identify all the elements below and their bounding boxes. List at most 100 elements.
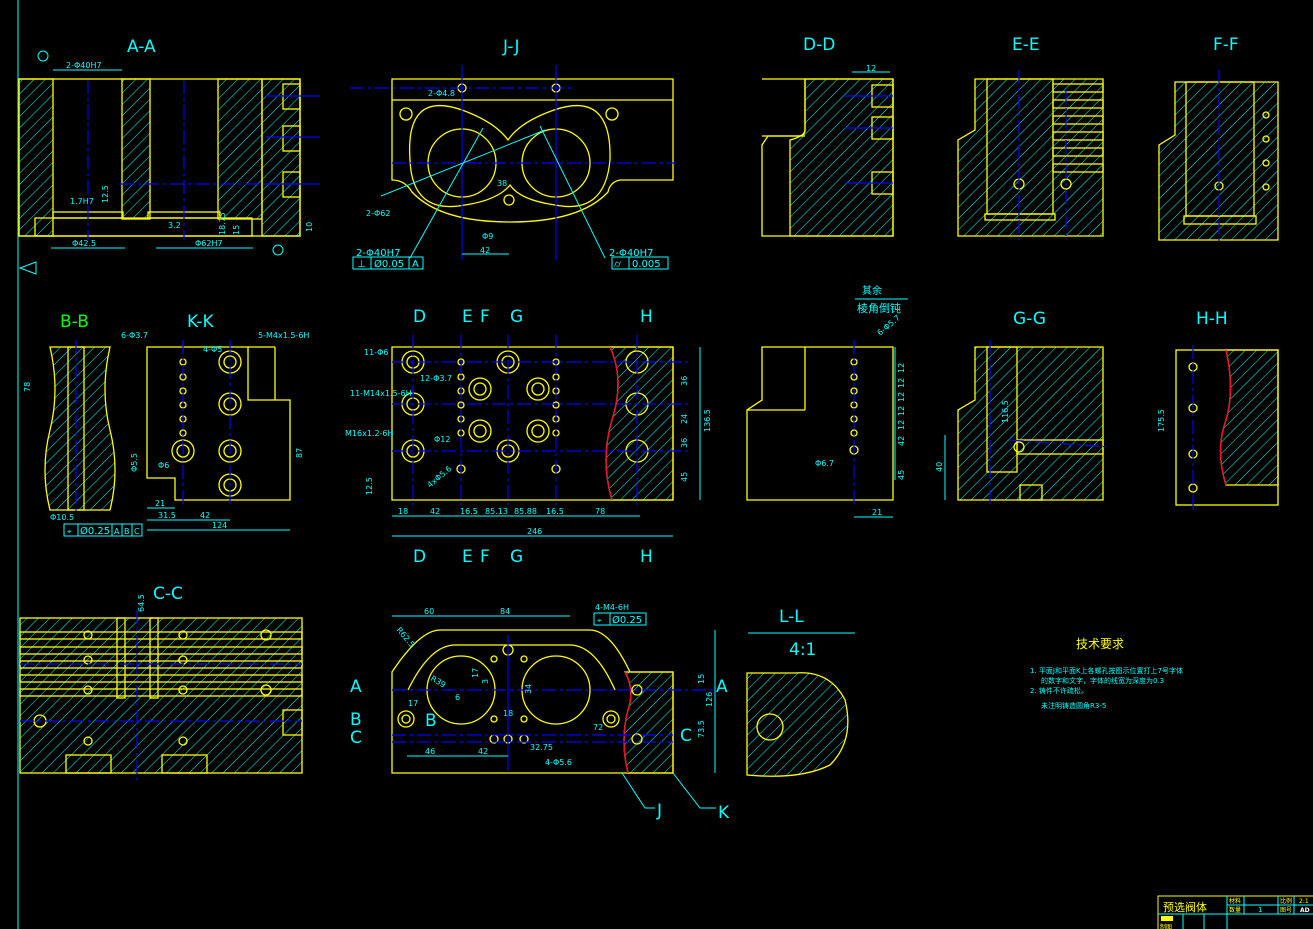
- section-mark: E: [462, 547, 473, 567]
- dim-text: 116.5: [1001, 400, 1010, 423]
- section-mark: G: [510, 307, 523, 327]
- dim-text: 16.5: [460, 507, 478, 516]
- dim-text: 12.5: [101, 185, 110, 203]
- section-mark: A: [350, 677, 362, 697]
- dim-text: Φ12: [434, 435, 450, 444]
- section-mark: C: [350, 728, 362, 748]
- section-mark: A: [716, 677, 728, 697]
- view-title: D-D: [803, 35, 835, 55]
- datum-b-symbol: [37, 50, 49, 62]
- tolerance-datum: C: [134, 527, 140, 536]
- dim-text: 45: [680, 472, 689, 482]
- section-mark: G: [510, 547, 523, 567]
- dim-text: 1.7H7: [70, 197, 94, 206]
- dim-text: 5-M4x1.5-6H: [258, 331, 309, 340]
- dim-text: 2-Φ4.8: [428, 89, 455, 98]
- dim-text: 4-Φ5.6: [545, 758, 572, 767]
- dim-text: 2-Φ62: [366, 209, 390, 218]
- dim-text: R39: [429, 674, 447, 690]
- dim-text: 42: [480, 246, 490, 255]
- view-d-d: D-D 12: [761, 35, 894, 237]
- quantity-value: 1: [1258, 906, 1262, 914]
- position-tolerance-frame: ⌖ Ø0.25 A B C: [63, 523, 143, 537]
- dim-text: 17: [408, 699, 418, 708]
- dim-text: 36: [680, 438, 689, 448]
- view-a-a: A-A 2-Φ40H7 Φ42.5 Φ62H7 3.2 1.7H7 12.5 1…: [18, 37, 320, 275]
- dim-text: 12: [897, 363, 906, 373]
- dim-text: 11-M14x1.5-6H: [350, 389, 412, 398]
- roughness-symbol: [18, 261, 37, 275]
- section-mark: C: [680, 726, 692, 746]
- dim-text: 124: [212, 521, 227, 530]
- dim-text: R62.5: [394, 626, 416, 650]
- dim-text: 31.5: [158, 511, 176, 520]
- view-h-h: H-H 175.5: [1157, 309, 1279, 510]
- dim-text: 6-Φ5.7: [876, 313, 902, 337]
- dim-text: 3.2: [168, 221, 181, 230]
- dim-text: 18.75: [218, 212, 227, 235]
- dim-text: 6: [455, 693, 460, 702]
- position-tolerance-frame-bottom: ⌖ Ø0.25: [593, 612, 647, 626]
- section-marks-bottom: D E F G H: [413, 547, 653, 567]
- dim-text: 175.5: [1157, 409, 1166, 432]
- dim-text: 45: [897, 470, 906, 480]
- tolerance-frame-cylindricity: ⌭ 0.005: [611, 256, 669, 270]
- view-title: E-E: [1012, 35, 1040, 55]
- tolerance-datum: B: [124, 527, 130, 536]
- view-g-g: G-G 116.5 40: [935, 309, 1111, 505]
- view-b-b: B-B 78 ⌖ Ø0.25 A B C Φ10.5: [23, 312, 143, 537]
- dim-text: 72: [593, 723, 603, 732]
- view-front-holes: 11-Φ6 12-Φ3.7 11-M14x1.5-6H M16x1.2-6H Φ…: [345, 335, 712, 537]
- roughness-note: 其余: [862, 284, 882, 297]
- dim-text: 85.13: [485, 507, 508, 516]
- scale-label: 比例: [1280, 897, 1292, 905]
- view-title: H-H: [1196, 309, 1228, 329]
- dim-text: 10: [305, 222, 314, 232]
- section-mark: H: [640, 547, 653, 567]
- dim-text: 2-Φ40H7: [356, 248, 400, 259]
- section-mark: F: [480, 307, 490, 327]
- dim-text: 12: [897, 420, 906, 430]
- section-marks-top: D E F G H: [413, 307, 653, 327]
- section-mark: H: [640, 307, 653, 327]
- drawing-number: AD: [1300, 907, 1310, 914]
- dim-text: 4xΦ5.6: [426, 464, 454, 489]
- view-l-l: L-L 4:1: [746, 607, 855, 777]
- section-mark: K: [718, 803, 730, 823]
- dim-text: 15: [697, 674, 706, 684]
- scale-value: 2:1: [1299, 898, 1309, 905]
- dim-text: 60: [424, 607, 434, 616]
- dim-text: 12: [897, 378, 906, 388]
- section-mark: B: [425, 711, 437, 731]
- dim-text: 4-Φ5: [203, 345, 222, 354]
- tech-req-item: 的数字和文字，字体的线宽为深度为0.3: [1041, 676, 1164, 685]
- part-name: 预选阀体: [1163, 900, 1207, 914]
- dim-text: 12: [897, 392, 906, 402]
- dim-text: 4-M4-6H: [595, 603, 629, 612]
- dim-text: 136.5: [703, 409, 712, 432]
- dim-text: 21: [872, 508, 882, 517]
- dim-text: 2-Φ40H7: [609, 248, 653, 259]
- dim-text: M16x1.2-6H: [345, 429, 394, 438]
- dim-text: 40: [935, 462, 944, 472]
- dim-text: 246: [527, 527, 542, 536]
- tolerance-datum: A: [114, 527, 120, 536]
- view-e-e: E-E: [957, 35, 1104, 240]
- tech-req-title: 技术要求: [1076, 637, 1124, 651]
- dim-text: Φ42.5: [72, 239, 96, 248]
- dim-text: 6-Φ3.7: [121, 331, 148, 340]
- section-mark: B: [350, 710, 362, 730]
- dim-text: 32.75: [530, 743, 553, 752]
- tolerance-value: Ø0.05: [374, 258, 404, 270]
- view-j-j: J-J 2-Φ4.8 2-Φ62 38 Φ9 42 2-Φ40H7 2-Φ40H…: [350, 37, 675, 270]
- tolerance-symbol: ⊥: [357, 259, 366, 270]
- view-title: K-K: [187, 312, 214, 332]
- tolerance-symbol: ⌭: [614, 259, 622, 270]
- dim-text: 24: [680, 414, 689, 424]
- view-bottom: 60 84 R62.5 R39 4-M4-6H ⌖ Ø0.25 17 3 34 …: [350, 603, 730, 823]
- view-title: A-A: [127, 37, 156, 57]
- dim-text: 3: [481, 679, 490, 684]
- chamfer-note: 棱角倒钝: [857, 301, 901, 315]
- dim-text: Φ5.5: [130, 453, 139, 472]
